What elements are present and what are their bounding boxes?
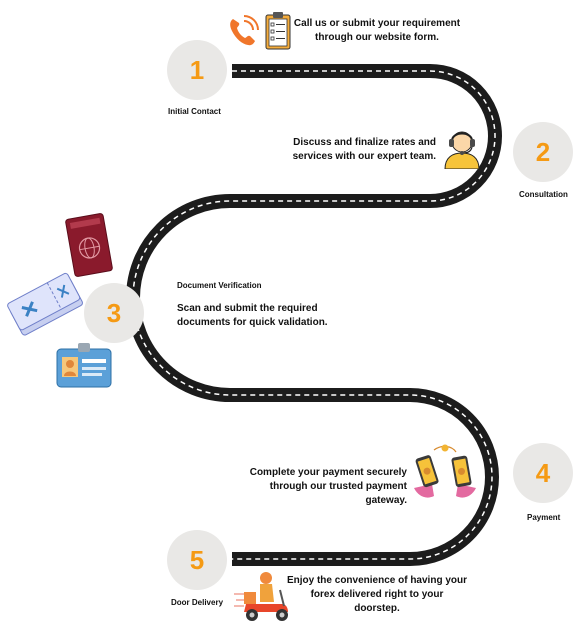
step-5-line-3: doorstep.: [354, 603, 400, 614]
step-5-title: Door Delivery: [171, 598, 224, 607]
step-2-description: Discuss and finalize rates and services …: [268, 136, 436, 164]
step-4-description: Complete your payment securely through o…: [240, 466, 407, 508]
step-4-line-1: Complete your payment securely: [249, 467, 407, 478]
step-3-line-1: Scan and submit the required: [177, 303, 318, 314]
step-2-line-1: Discuss and finalize rates and: [293, 137, 436, 148]
step-3-line-2: documents for quick validation.: [177, 317, 328, 328]
step-2-line-2: services with our expert team.: [292, 151, 436, 162]
step-3-description: Scan and submit the required documents f…: [177, 302, 347, 330]
step-2-title: Consultation: [519, 190, 568, 199]
step-1-description: Call us or submit your requirement throu…: [286, 17, 468, 45]
step-1-title: Initial Contact: [168, 107, 221, 116]
step-3-title: Document Verification: [177, 281, 262, 290]
step-1-number: 1: [189, 55, 205, 85]
step-5-number: 5: [189, 545, 205, 575]
step-1-line-2: through our website form.: [315, 32, 439, 43]
step-4-line-3: gateway.: [365, 495, 408, 506]
step-4-circle: 4: [513, 443, 573, 503]
step-4-number: 4: [535, 458, 551, 488]
step-5-description: Enjoy the convenience of having your for…: [286, 574, 468, 616]
step-5-line-1: Enjoy the convenience of having your: [286, 575, 468, 586]
step-3-number: 3: [106, 298, 122, 328]
step-2-number: 2: [535, 137, 551, 167]
step-1-circle: 1: [167, 40, 227, 100]
step-3-circle: 3: [84, 283, 144, 343]
step-1-line-1: Call us or submit your requirement: [293, 18, 461, 29]
checklist-icon: [265, 12, 291, 50]
delivery-scooter-icon: [234, 572, 288, 621]
flight-ticket-icon: [7, 272, 83, 336]
phone-icon: [230, 15, 259, 46]
step-4-title: Payment: [527, 513, 561, 522]
step-2-circle: 2: [513, 122, 573, 182]
mobile-payment-icon: [414, 444, 476, 498]
support-agent-icon: [444, 131, 480, 169]
step-5-line-2: forex delivered right to your: [310, 589, 444, 600]
passport-icon: [65, 213, 113, 277]
step-5-circle: 5: [167, 530, 227, 590]
id-card-icon: [56, 343, 112, 388]
step-4-line-2: through our trusted payment: [269, 481, 407, 492]
